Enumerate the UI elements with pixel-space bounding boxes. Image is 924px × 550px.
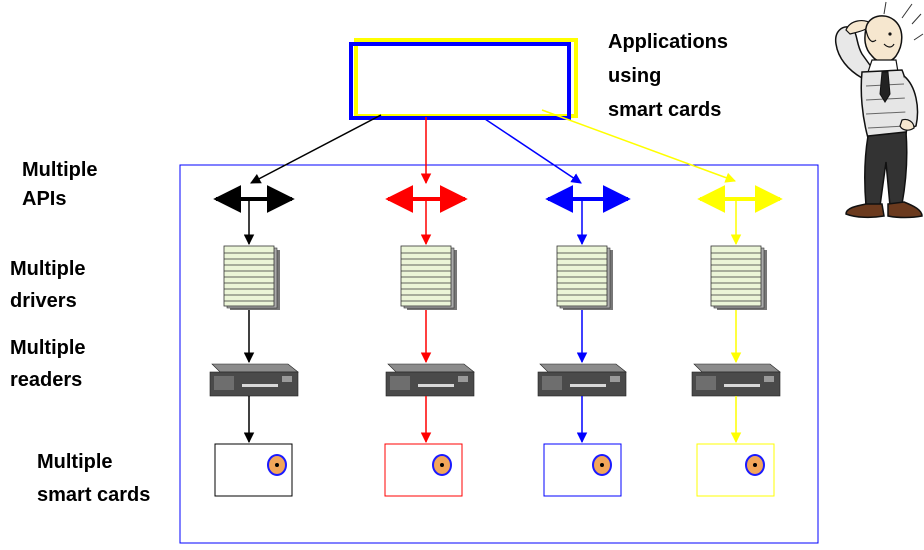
drivers-label-line1: Multiple xyxy=(10,258,86,280)
stack-black xyxy=(209,185,299,497)
app-arrow-yellow xyxy=(541,109,736,183)
smart-card-icon xyxy=(696,443,775,497)
readers-label-line2: readers xyxy=(10,369,83,391)
document-stack-icon xyxy=(556,245,613,310)
apis-label-line2: APIs xyxy=(22,188,67,210)
cards-label-line2: smart cards xyxy=(37,484,151,506)
applications-box xyxy=(349,38,578,120)
card-reader-icon xyxy=(537,363,627,397)
document-stack-icon xyxy=(223,245,280,310)
document-stack-icon xyxy=(710,245,767,310)
applications-label-line3: smart cards xyxy=(608,99,722,121)
card-reader-icon xyxy=(209,363,299,397)
stack-red xyxy=(384,185,475,497)
drivers-label-line2: drivers xyxy=(10,290,77,312)
card-reader-icon xyxy=(691,363,781,397)
smart-card-icon xyxy=(543,443,622,497)
card-reader-icon xyxy=(385,363,475,397)
smart-card-icon xyxy=(384,443,463,497)
app-arrow-blue xyxy=(481,116,582,184)
confused-person-icon xyxy=(834,1,924,219)
stack-blue xyxy=(537,185,631,497)
app-arrow-black xyxy=(250,114,382,184)
apis-label-line1: Multiple xyxy=(22,159,98,181)
stack-yellow xyxy=(691,185,783,497)
cards-label-line1: Multiple xyxy=(37,451,113,473)
readers-label-line1: Multiple xyxy=(10,337,86,359)
applications-label-line1: Applications xyxy=(608,31,729,53)
document-stack-icon xyxy=(400,245,457,310)
applications-label-line2: using xyxy=(608,65,662,87)
smart-card-icon xyxy=(214,443,293,497)
system-frame xyxy=(179,164,819,544)
